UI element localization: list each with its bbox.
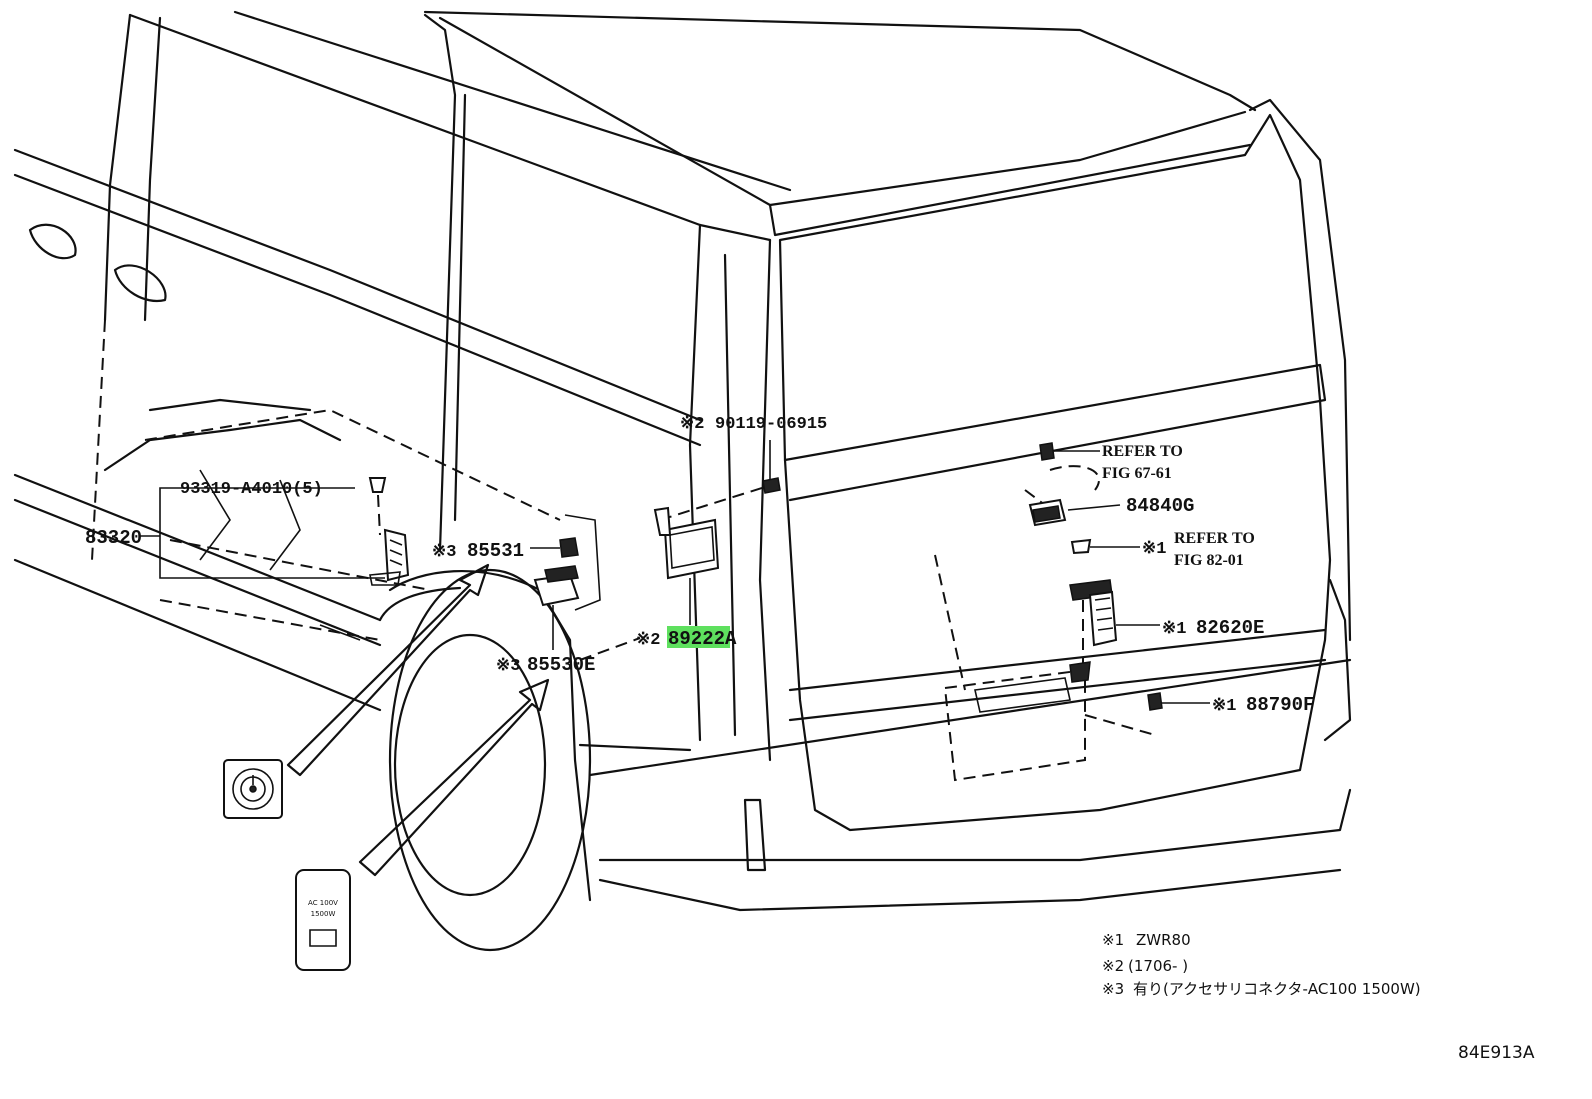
number-screw: 93319-A4010(5) xyxy=(180,480,323,499)
mark-bolt: ※2 xyxy=(680,415,704,434)
callout-panel-83320[interactable]: 83320 xyxy=(85,527,142,549)
number-connector: 85530E xyxy=(527,654,595,676)
sensor-88790f[interactable] xyxy=(1084,692,1210,736)
inset-socket-icon xyxy=(223,759,283,819)
callout-connector-85530e[interactable]: ※3 85530E xyxy=(496,654,595,676)
socket-85531[interactable] xyxy=(530,514,601,611)
vehicle-body-outline xyxy=(13,10,1352,912)
callout-ref-67-61[interactable]: REFER TO FIG 67-61 xyxy=(1054,443,1183,482)
callout-sensor-88790f[interactable]: ※1 88790F xyxy=(1212,694,1314,716)
callout-ref-82-01[interactable]: ※1 REFER TO FIG 82-01 xyxy=(1142,530,1255,569)
note-1-text: ZWR80 xyxy=(1136,931,1191,949)
number-sensor: 88790F xyxy=(1246,694,1314,716)
switch-84840g-group[interactable] xyxy=(1024,442,1121,527)
mark-bracket: ※1 xyxy=(1162,620,1186,639)
callout-bolt-90119[interactable]: ※2 90119-06915 xyxy=(680,415,827,434)
callout-switch-84840g[interactable]: 84840G xyxy=(1126,495,1194,517)
note-3-text: 有り(アクセサリコネクタ-AC100 1500W) xyxy=(1133,980,1421,998)
leader-arrows xyxy=(286,563,550,877)
callout-screw-93319[interactable]: 93319-A4010(5) xyxy=(180,480,323,499)
callout-ecu-89222a[interactable]: ※2 89222A xyxy=(579,626,737,661)
note-2-mark: ※2 xyxy=(1102,957,1124,975)
ref1-line1: REFER TO xyxy=(1102,443,1183,460)
cargo-floor xyxy=(103,398,561,641)
ecu-number-highlight xyxy=(667,626,730,648)
bolt-90119[interactable] xyxy=(762,440,781,494)
panel-83320-bracket xyxy=(140,487,385,579)
figure-code: 84E913A xyxy=(1458,1043,1535,1063)
footnotes: ※1 ZWR80 ※2 (1706- ) ※3 有り(アクセサリコネクタ-AC1… xyxy=(1102,931,1421,998)
mark-ref2: ※1 xyxy=(1142,540,1166,559)
ref1-line2: FIG 67-61 xyxy=(1102,465,1172,482)
number-ecu: 89222A xyxy=(668,628,737,650)
clip-ref2[interactable] xyxy=(1070,538,1140,555)
bracket-82620e[interactable] xyxy=(1069,579,1160,683)
mark-socket: ※3 xyxy=(432,543,456,562)
mark-connector: ※3 xyxy=(496,657,520,676)
mark-ecu: ※2 xyxy=(636,631,660,650)
ref2-line1: REFER TO xyxy=(1174,530,1255,547)
screw-93319[interactable] xyxy=(368,477,410,586)
callout-bracket-82620e[interactable]: ※1 82620E xyxy=(1162,617,1264,639)
number-bracket: 82620E xyxy=(1196,617,1264,639)
connector-85530e[interactable] xyxy=(533,565,580,650)
inset-ac-label-icon: AC 100V 1500W xyxy=(295,869,351,971)
number-panel: 83320 xyxy=(85,527,142,549)
note-2-text: (1706- ) xyxy=(1128,957,1188,975)
inset-label-line1: AC 100V xyxy=(308,899,338,907)
mark-sensor: ※1 xyxy=(1212,697,1236,716)
number-bolt: 90119-06915 xyxy=(715,415,827,434)
rear-wheel xyxy=(378,568,592,952)
inset-label-line2: 1500W xyxy=(311,910,336,918)
ecu-89222a[interactable] xyxy=(653,506,720,625)
note-1-mark: ※1 xyxy=(1102,931,1124,949)
number-socket: 85531 xyxy=(467,540,524,562)
callout-socket-85531[interactable]: ※3 85531 xyxy=(432,540,524,562)
ref2-line2: FIG 82-01 xyxy=(1174,552,1244,569)
number-switch: 84840G xyxy=(1126,495,1194,517)
note-3-mark: ※3 xyxy=(1102,980,1124,998)
